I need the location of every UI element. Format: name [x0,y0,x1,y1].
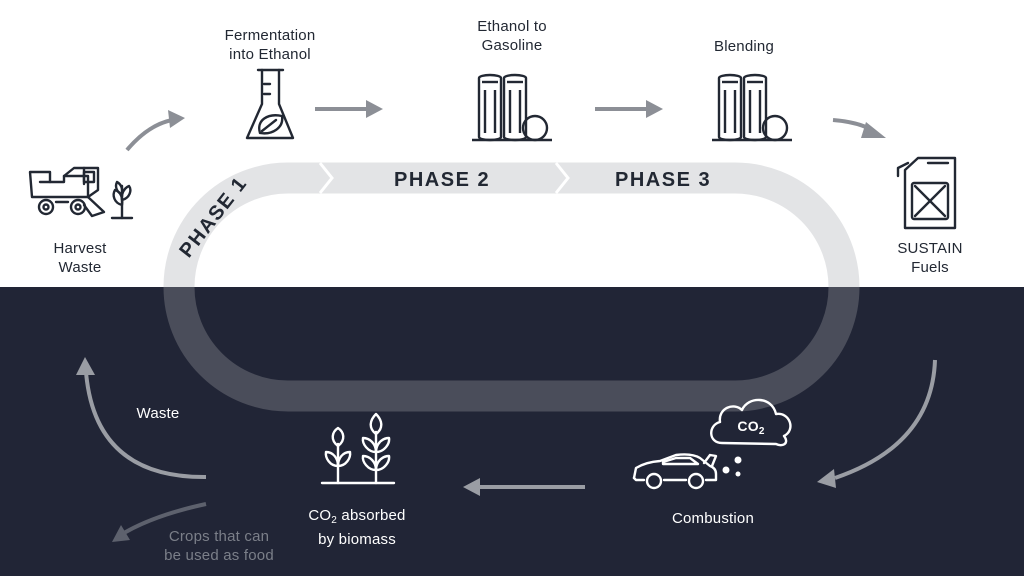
harvester-icon [28,166,134,220]
combustion-label: Combustion [671,510,755,527]
arrow-combustion-to-biomass [463,478,585,496]
upper-background [0,0,1024,287]
phase-2-label: PHASE 2 [394,169,491,191]
co2-absorbed-label: CO2 absorbed by biomass [308,507,406,548]
arrow-to-crops [112,502,207,542]
refinery-icon-blending [712,73,792,142]
exhaust-puff-2 [734,456,742,464]
harvest-waste-label: Harvest Waste [53,240,107,276]
fermentation-label: Fermentation into Ethanol [224,27,316,63]
flask-leaf-icon [245,68,295,140]
exhaust-puff-3 [735,471,741,477]
ring-chevron-1 [318,162,334,194]
ring-chevron-2 [554,162,570,194]
exhaust-puff-1 [722,466,730,474]
plants-icon [320,412,396,485]
crops-food-label: Crops that can be used as food [164,528,274,564]
car-exhaust-icon [632,453,718,490]
arrow-ethanol-to-blending [595,100,663,118]
sustain-fuels-label: SUSTAIN Fuels [897,240,963,276]
ethanol-to-gasoline-label: Ethanol to Gasoline [477,18,547,54]
co2-cloud-icon [710,398,792,447]
lower-background [0,287,1024,576]
waste-label: Waste [136,405,180,422]
cycle-ring-upper [163,162,860,287]
cycle-ring-lower [163,287,860,412]
blending-label: Blending [714,38,774,55]
arrow-fermentation-to-ethanol [315,100,383,118]
arrow-harvest-to-fermentation [125,110,185,152]
arrow-biomass-to-harvest [76,357,207,480]
arrow-sustain-to-combustion [817,359,937,488]
refinery-icon-ethanol [472,73,552,142]
arrow-blending-to-sustain [832,118,886,138]
co2-cloud-text: CO2 [737,418,765,437]
jerrycan-icon [896,156,957,230]
phase-3-label: PHASE 3 [615,169,712,191]
